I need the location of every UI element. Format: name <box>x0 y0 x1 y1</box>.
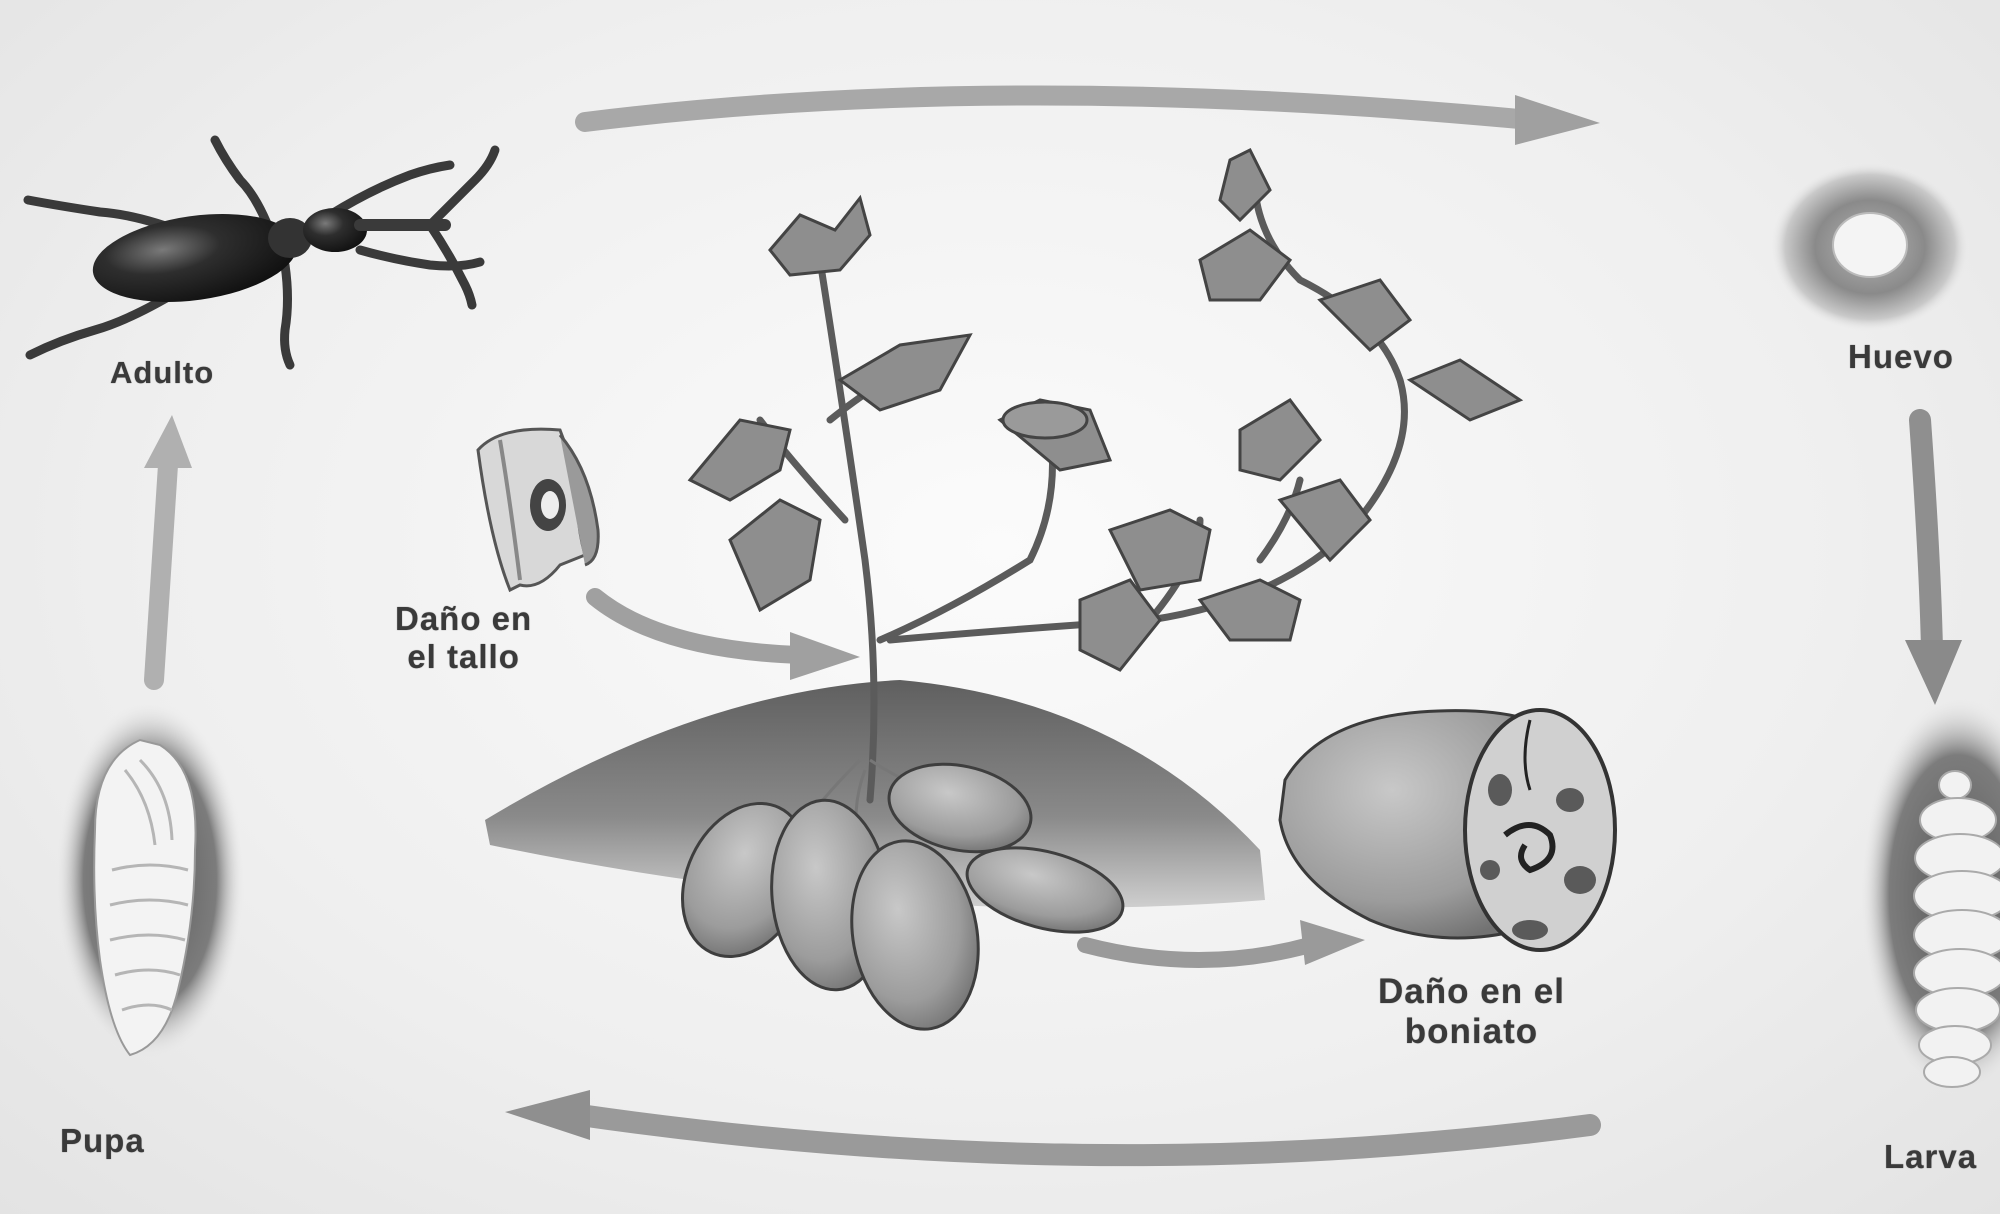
label-adult-text: Adulto <box>110 355 214 391</box>
arrow-stem-damage <box>595 597 860 680</box>
arrow-pupa-to-adult <box>144 415 192 680</box>
label-larva-text: Larva <box>1884 1138 1977 1176</box>
label-egg: Huevo <box>1848 338 1954 376</box>
arrow-adult-to-egg <box>585 95 1600 145</box>
label-tuber-damage: Daño en el boniato <box>1378 972 1565 1053</box>
label-larva: Larva <box>1884 1138 1977 1176</box>
label-stem-damage-line2: el tallo <box>395 638 532 676</box>
label-stem-damage: Daño en el tallo <box>395 600 532 676</box>
label-stem-damage-line1: Daño en <box>395 600 532 638</box>
label-tuber-damage-line2: boniato <box>1378 1012 1565 1052</box>
label-pupa: Pupa <box>60 1122 145 1160</box>
pupa-icon <box>55 700 245 1060</box>
egg-icon <box>1770 162 1970 332</box>
weevil-adult-icon <box>28 140 495 365</box>
arrow-egg-to-larva <box>1905 420 1962 705</box>
larva-icon <box>1860 695 2000 1095</box>
label-egg-text: Huevo <box>1848 338 1954 376</box>
arrow-larva-to-pupa <box>505 1090 1590 1155</box>
label-pupa-text: Pupa <box>60 1122 145 1160</box>
arrow-tuber-damage <box>1085 920 1365 965</box>
stem-damage-icon <box>478 429 598 590</box>
label-adult: Adulto <box>110 355 214 391</box>
tuber-damage-icon <box>1280 710 1615 950</box>
label-tuber-damage-line1: Daño en el <box>1378 972 1565 1012</box>
